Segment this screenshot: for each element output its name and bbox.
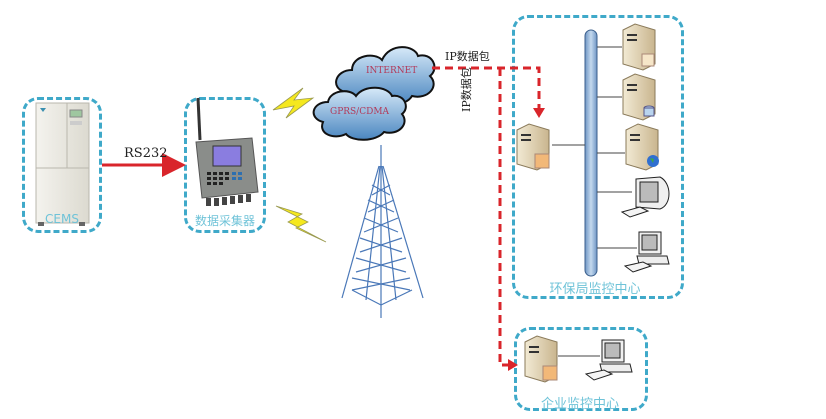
web-server-icon (625, 123, 659, 171)
desktop-computer-icon (584, 339, 633, 381)
server-icon (516, 123, 550, 171)
server-icon (524, 335, 558, 383)
workstation-icon (620, 176, 670, 218)
bus-connections (552, 46, 637, 357)
internet-label: INTERNET (366, 66, 418, 76)
cell-tower-icon (341, 145, 424, 318)
wireless-signal-icon (275, 205, 327, 243)
wireless-signal-icon (272, 87, 315, 119)
ip-packet-route (432, 66, 541, 367)
epb-center-group (512, 15, 684, 299)
collector-label: 数据采集器 (194, 214, 255, 228)
ip-arrowhead (508, 359, 518, 371)
gprs-cdma-cloud-icon (312, 86, 407, 141)
file-server-icon (622, 23, 656, 71)
rs232-label: RS232 (124, 146, 168, 161)
epb-center-label: 环保局监控中心 (549, 282, 641, 297)
database-server-icon (622, 73, 656, 121)
data-collector-icon (195, 97, 259, 206)
cems-cabinet-icon (35, 102, 90, 226)
cems-group (22, 97, 102, 233)
cems-label: CEMS (45, 212, 79, 226)
gprs-cdma-label: GPRS/CDMA (330, 107, 390, 117)
ip-arrowhead (533, 108, 545, 118)
enterprise-center-group (514, 327, 648, 411)
desktop-computer-icon (623, 231, 670, 273)
ip-packet-label-horizontal: IP数据包 (445, 50, 490, 63)
ip-packet-label-vertical: IP数据包 (460, 67, 473, 112)
enterprise-center-label: 企业监控中心 (540, 397, 619, 412)
network-bus (584, 29, 598, 277)
